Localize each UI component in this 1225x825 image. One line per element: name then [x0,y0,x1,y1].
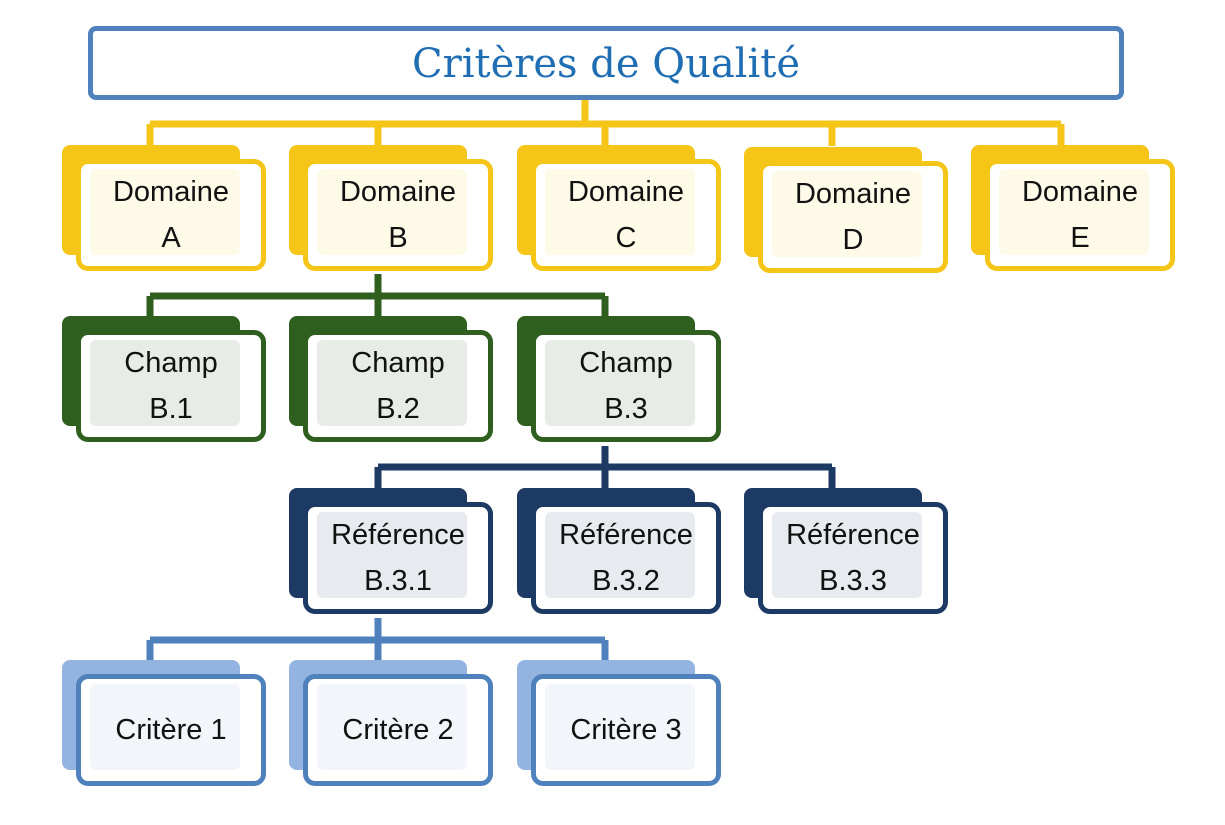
reference-node-b31: Référence B.3.1 [289,488,499,616]
node-label: Domaine D [794,178,912,256]
criterion-node-1: Critère 1 [62,660,272,788]
domain-connectors [146,100,1065,146]
node-label: Critère 3 [570,714,682,746]
field-node-b2: Champ B.2 [289,316,499,444]
field-node-b3: Champ B.3 [517,316,727,444]
field-connectors [146,274,609,316]
criterion-node-2: Critère 2 [289,660,499,788]
node-label: Critère 1 [115,714,227,746]
title-box: Critères de Qualité [88,26,1124,100]
node-label: Champ B.1 [124,347,218,425]
node-label: Domaine C [567,176,685,254]
criterion-connectors [146,618,609,660]
criterion-node-3: Critère 3 [517,660,727,788]
field-node-b1: Champ B.1 [62,316,272,444]
node-label: Champ B.3 [579,347,673,425]
node-label: Référence B.3.3 [786,519,920,597]
node-label: Critère 2 [342,714,454,746]
domain-node-e: Domaine E [971,145,1181,273]
node-label: Référence B.3.2 [559,519,693,597]
domain-node-c: Domaine C [517,145,727,273]
domain-node-b: Domaine B [289,145,499,273]
reference-node-b33: Référence B.3.3 [744,488,954,616]
reference-node-b32: Référence B.3.2 [517,488,727,616]
node-label: Domaine B [339,176,457,254]
domain-node-d: Domaine D [744,147,954,275]
reference-connectors [374,446,836,488]
node-label: Référence B.3.1 [331,519,465,597]
domain-node-a: Domaine A [62,145,272,273]
node-label: Domaine E [1021,176,1139,254]
diagram-title: Critères de Qualité [411,41,801,87]
node-label: Champ B.2 [351,347,445,425]
node-label: Domaine A [112,176,230,254]
